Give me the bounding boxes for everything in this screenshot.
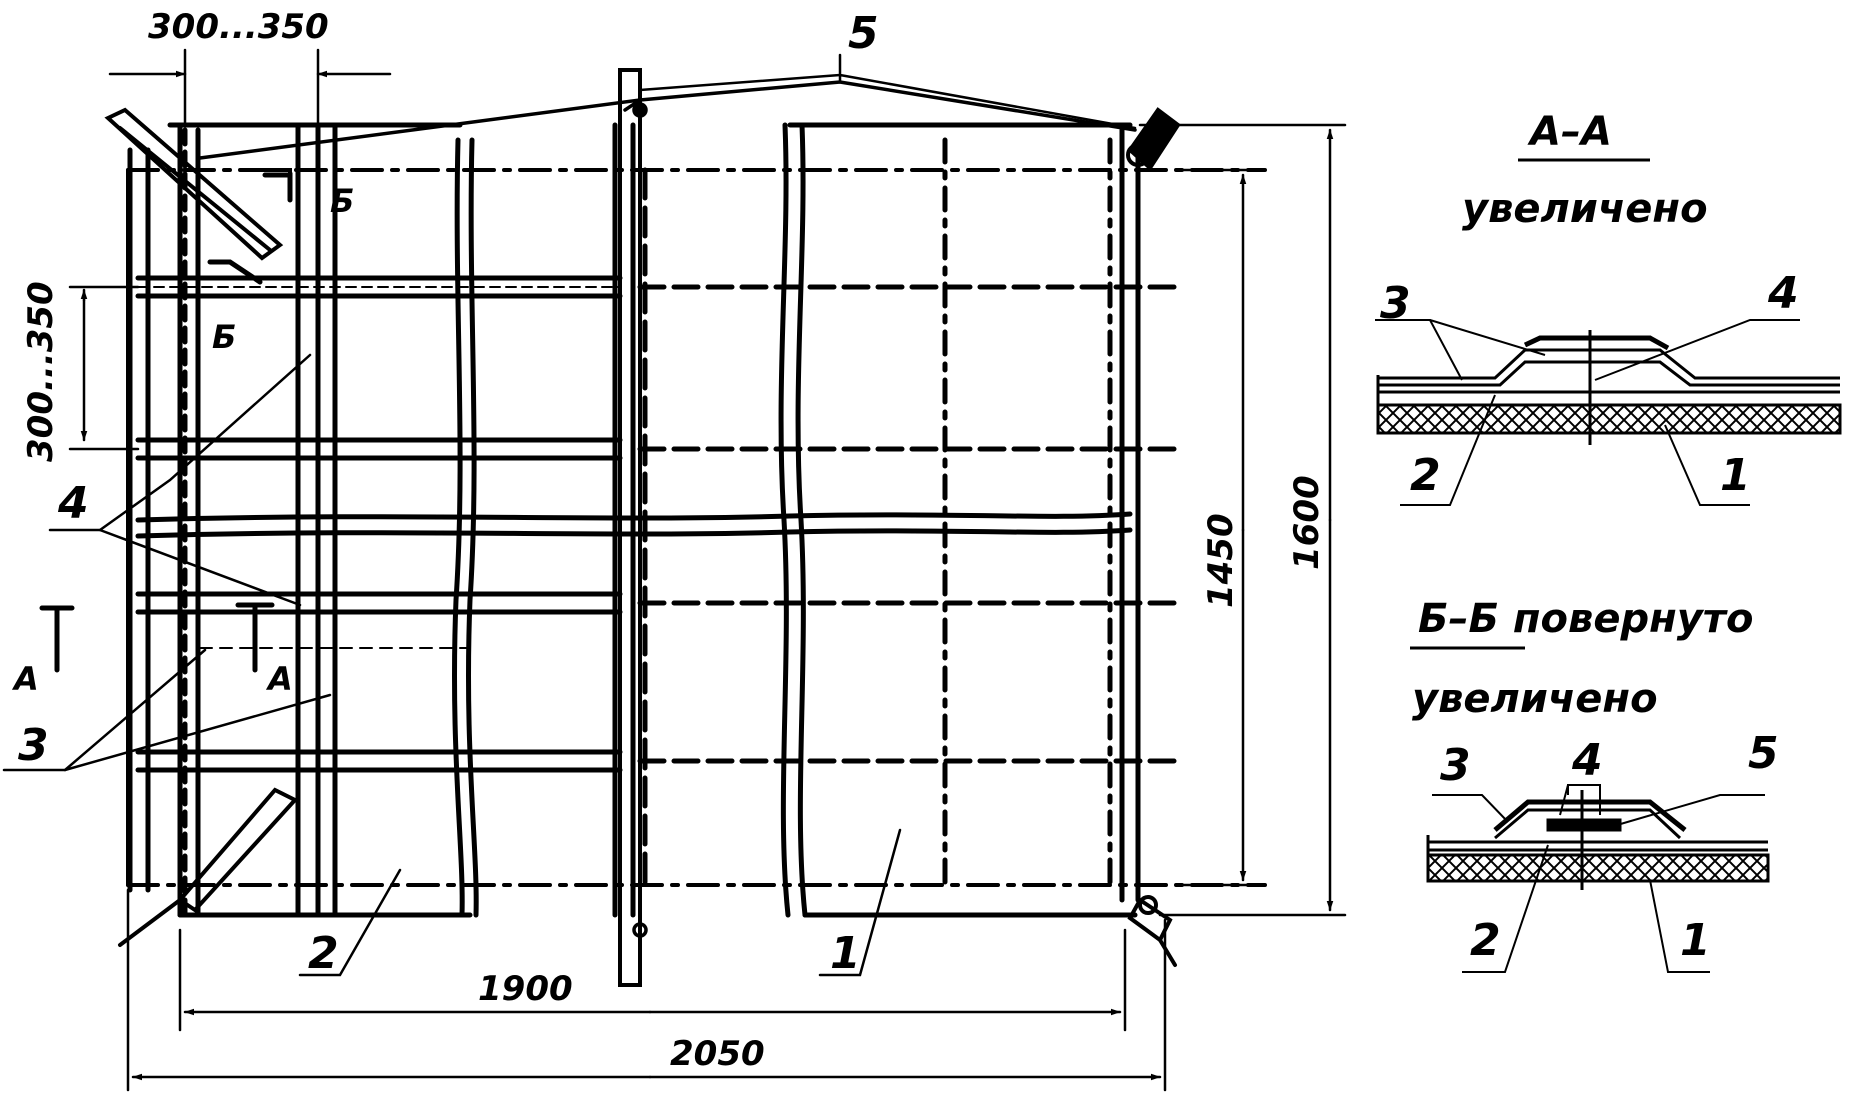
callout-3: 3 <box>18 720 49 771</box>
section-aa-label-1: 1 <box>1720 450 1751 501</box>
dim-left-spacing: 300...350 <box>21 281 61 462</box>
section-mark-b-upper: Б <box>330 182 354 220</box>
dim-width-inner: 1900 <box>478 969 573 1009</box>
section-aa-label-3: 3 <box>1380 278 1411 329</box>
dim-height-inner: 1450 <box>1201 513 1241 608</box>
section-bb-leaders <box>1432 784 1765 973</box>
callout-1: 1 <box>830 928 861 979</box>
section-aa-profile <box>1376 330 1842 445</box>
section-cut-marks <box>39 172 293 673</box>
section-bb-profile <box>1426 790 1770 890</box>
section-aa: А–А увеличено 3 4 2 1 <box>1375 109 1842 506</box>
section-aa-subtitle: увеличено <box>1462 186 1708 232</box>
section-aa-label-4: 4 <box>1767 268 1799 319</box>
callout-5: 5 <box>848 8 879 59</box>
section-aa-label-2: 2 <box>1410 450 1441 501</box>
tension-cables <box>198 68 1137 987</box>
section-mark-a-right: А <box>265 660 293 698</box>
section-bb-label-2: 2 <box>1470 915 1501 966</box>
section-bb-label-4: 4 <box>1571 735 1603 786</box>
section-mark-b-lower: Б <box>212 318 236 356</box>
dim-top-spacing: 300...350 <box>148 7 329 47</box>
horizontal-slats <box>135 275 1183 773</box>
section-bb-label-3: 3 <box>1440 740 1471 791</box>
section-mark-a-left: А <box>11 660 39 698</box>
section-bb-label-1: 1 <box>1680 915 1711 966</box>
callout-leaders <box>2 53 1137 977</box>
section-aa-title: А–А <box>1527 109 1612 155</box>
section-bb: Б–Б повернуто увеличено 3 4 5 2 1 <box>1410 596 1779 973</box>
callout-4: 4 <box>57 478 89 529</box>
section-bb-title: Б–Б повернуто <box>1418 596 1753 642</box>
section-bb-label-5: 5 <box>1748 728 1779 779</box>
dimension-lines <box>68 48 1347 1092</box>
callout-2: 2 <box>308 928 339 979</box>
dim-width-overall: 2050 <box>670 1034 765 1074</box>
dim-height-overall: 1600 <box>1287 475 1327 570</box>
frame-plan-view <box>2 48 1347 1092</box>
section-aa-leaders <box>1375 319 1800 506</box>
section-bb-subtitle: увеличено <box>1412 676 1658 722</box>
